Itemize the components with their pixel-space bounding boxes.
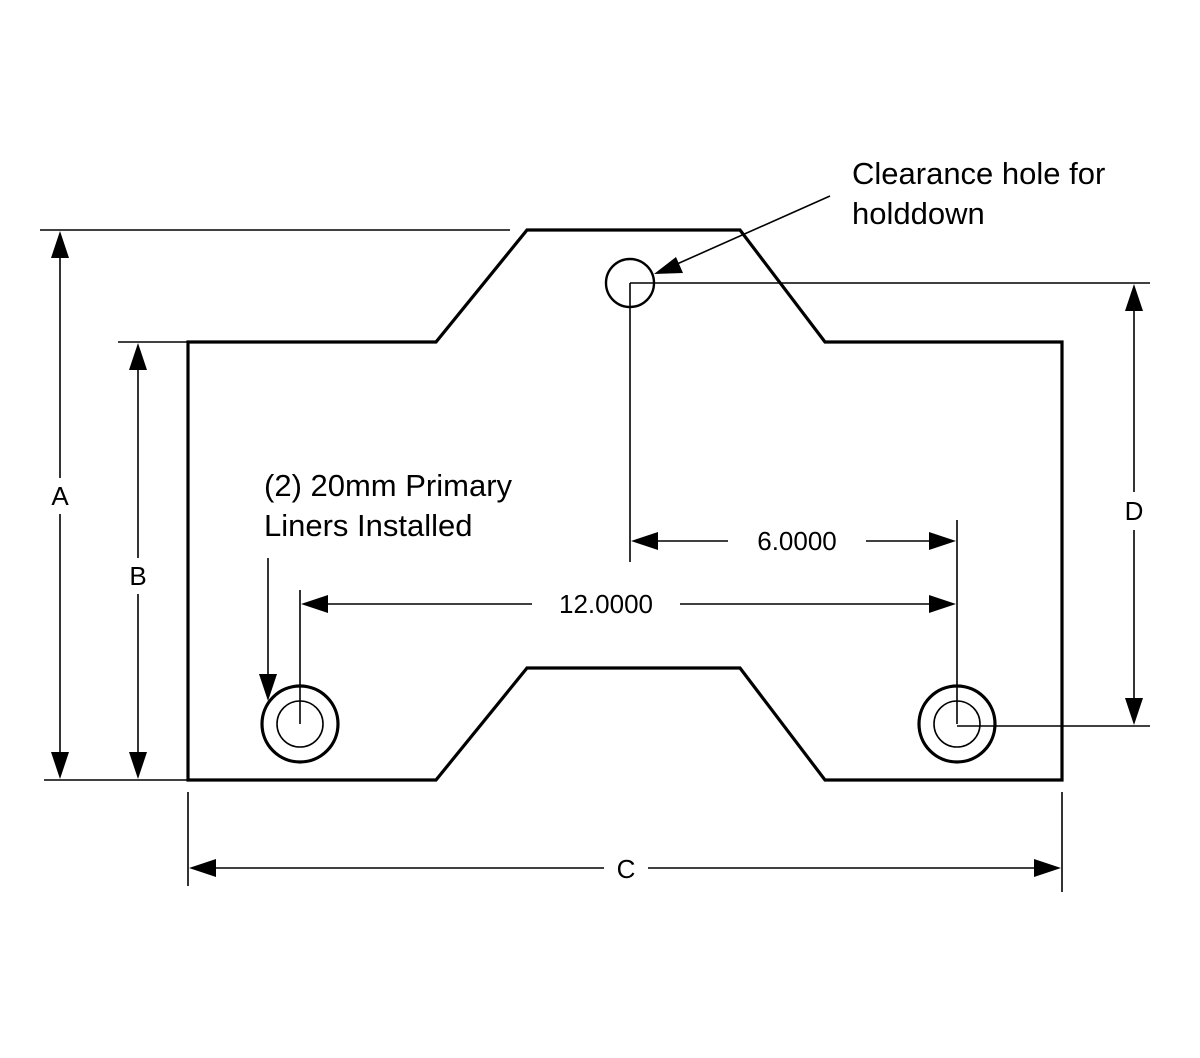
dimension-a-label: A [51,481,69,511]
part-outline [186,228,1064,782]
dimension-d [630,282,1150,727]
dimension-c-label: C [617,854,636,884]
primary-liners-leader [259,558,277,701]
dimension-12-value: 12.0000 [559,589,653,619]
dimension-12 [301,595,956,613]
dimension-6 [631,532,956,550]
clearance-hole-note-line2: holddown [852,196,985,231]
dimension-b-label: B [129,561,146,591]
dimension-6-value: 6.0000 [757,526,837,556]
dimension-a [40,229,510,781]
clearance-hole-note-line1: Clearance hole for [852,156,1105,191]
dimension-b [118,341,188,779]
primary-liners-note-line2: Liners Installed [264,508,473,543]
clearance-hole-leader [654,195,831,274]
dimension-d-label: D [1125,496,1144,526]
dimension-c [187,792,1063,892]
primary-liners-note-line1: (2) 20mm Primary [264,468,513,503]
